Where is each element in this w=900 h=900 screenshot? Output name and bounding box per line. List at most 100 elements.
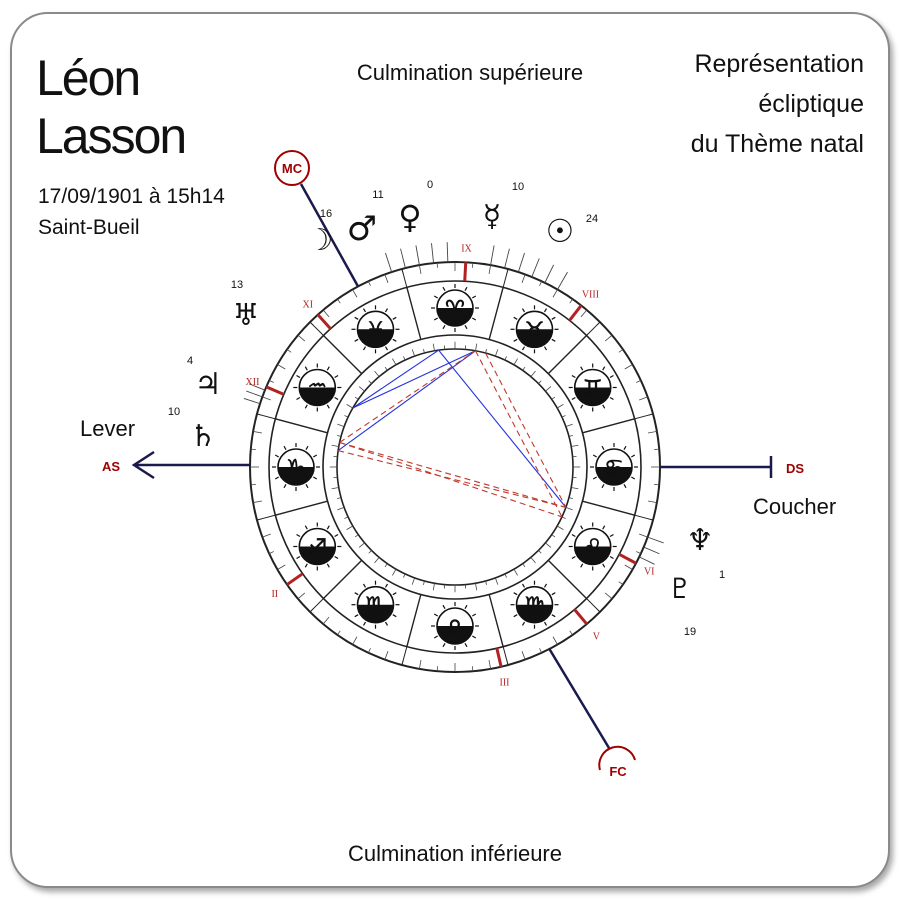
- inner-tick: [556, 404, 564, 409]
- uranus-icon: ♅: [233, 298, 260, 333]
- cancer-sign: ♋: [590, 443, 638, 491]
- outer-tick: [569, 298, 573, 304]
- planet-leader: [517, 252, 525, 273]
- ring-divider: [586, 321, 601, 336]
- ring-divider: [401, 646, 408, 666]
- saturn-degree: 10: [168, 406, 180, 418]
- inner-tick: [551, 534, 556, 538]
- inner-tick: [565, 423, 573, 428]
- inner-tick: [403, 573, 406, 578]
- inner-tick: [565, 506, 573, 511]
- planet-glyphs: ☽16♂11♀0☿10☉24♅13♃4♄10♆1♇19: [168, 179, 725, 638]
- house-label: V: [593, 632, 601, 643]
- bottom-culmination-label: Culmination inférieure: [348, 841, 562, 866]
- outer-tick: [639, 396, 648, 401]
- virgo-sign: ♍: [510, 580, 559, 629]
- pisces-glyph: ♓: [366, 318, 386, 343]
- inner-tick: [485, 580, 487, 585]
- sun-degree: 24: [586, 213, 598, 225]
- house-label: IX: [461, 243, 472, 254]
- first-name: Léon: [36, 50, 139, 106]
- planet-leader: [647, 536, 664, 544]
- inner-tick: [571, 487, 579, 490]
- title-line-3: du Thème natal: [691, 130, 864, 158]
- sign-divider: [582, 418, 635, 434]
- outer-tick: [624, 364, 633, 370]
- outer-tick: [297, 334, 306, 342]
- outer-tick: [639, 533, 648, 538]
- moon-icon: ☽: [307, 223, 334, 258]
- house-cusp-mark: [495, 647, 503, 668]
- outer-tick: [521, 274, 526, 283]
- descendant-axis: DS: [660, 456, 804, 478]
- house-cusp-mark: [568, 304, 583, 322]
- jupiter-icon: ♃: [195, 367, 222, 402]
- house-label: XII: [246, 377, 260, 388]
- aries-sign: ♈: [431, 284, 479, 332]
- venus-icon: ♀: [398, 198, 421, 236]
- inner-tick: [432, 583, 435, 591]
- pluto-degree: 19: [684, 626, 696, 638]
- libra-glyph: ♎: [445, 615, 465, 640]
- outer-degree-ticks: [250, 262, 660, 672]
- top-culmination-label: Culmination supérieure: [357, 60, 583, 85]
- house-cusp-mark: [286, 572, 304, 586]
- outer-tick: [269, 551, 274, 554]
- house-cusp-mark: [265, 385, 285, 396]
- gemini-glyph: ♊: [583, 377, 603, 402]
- venus-degree: 0: [427, 179, 433, 191]
- planet-leader: [248, 383, 266, 391]
- inner-tick: [423, 580, 425, 585]
- inner-tick: [504, 573, 507, 578]
- set-label: Coucher: [753, 494, 836, 519]
- outer-tick: [647, 500, 657, 503]
- inner-tick: [368, 550, 372, 554]
- sign-ring-inner: [322, 334, 588, 600]
- outer-tick: [322, 309, 330, 318]
- outer-tick: [384, 651, 389, 660]
- inner-degree-ticks: [329, 341, 581, 593]
- outer-tick: [618, 581, 624, 585]
- aspect-line: [352, 350, 476, 409]
- house-label: III: [499, 677, 509, 688]
- outer-tick: [569, 630, 573, 636]
- inner-tick: [384, 563, 388, 568]
- inner-tick: [354, 396, 359, 400]
- aspect-line: [338, 450, 567, 508]
- outer-tick: [277, 564, 286, 570]
- rise-label: Lever: [80, 416, 135, 441]
- inner-tick: [561, 516, 566, 519]
- last-name: Lasson: [36, 108, 185, 164]
- virgo-glyph: ♍: [525, 594, 545, 619]
- house-cusp-mark: [573, 608, 588, 626]
- inner-tick: [485, 349, 487, 354]
- outer-tick: [604, 592, 613, 600]
- outer-tick: [337, 630, 341, 636]
- outer-tick: [262, 533, 271, 538]
- neptune-icon: ♆: [687, 523, 714, 558]
- outer-tick: [647, 431, 657, 434]
- inner-tick: [494, 349, 499, 357]
- house-label: II: [271, 589, 278, 600]
- pisces-sign: ♓: [351, 305, 400, 354]
- outer-tick: [618, 349, 624, 353]
- outer-tick: [277, 364, 286, 370]
- inner-tick: [337, 423, 345, 428]
- capricorn-sign: ♑: [272, 443, 320, 491]
- outer-tick: [262, 396, 271, 401]
- planet-leader: [531, 258, 540, 278]
- inner-tick: [331, 444, 339, 447]
- title-line-1: Représentation: [694, 50, 864, 78]
- inner-tick: [538, 380, 542, 384]
- imum-coeli-axis: FC: [545, 644, 636, 779]
- planet-leader: [504, 248, 510, 269]
- inner-tick: [545, 542, 552, 548]
- ring-divider: [634, 514, 654, 521]
- inner-tick: [423, 349, 425, 354]
- inner-tick: [331, 487, 339, 490]
- ring-divider: [309, 321, 324, 336]
- outer-tick: [521, 651, 526, 660]
- inner-tick: [403, 356, 406, 361]
- planet-leader-lines: [243, 242, 664, 565]
